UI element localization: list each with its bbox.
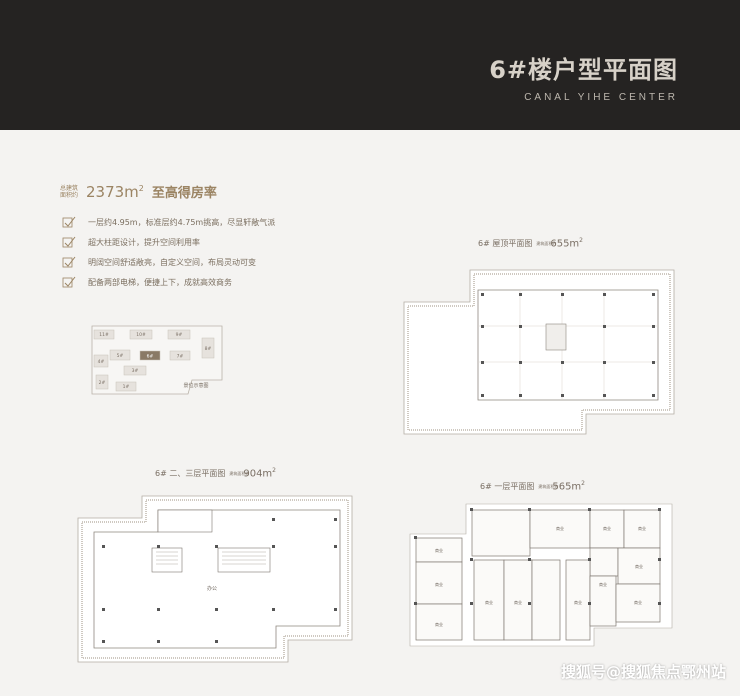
office-room-label: 办公 [207,585,217,592]
shop-label: 商业 [435,547,443,553]
feature-item: 配备两部电梯，便捷上下，成就高效商务 [62,272,275,292]
feature-text: 超大柱距设计，提升空间利用率 [88,237,200,247]
shop-label: 商业 [556,525,564,531]
shop-label: 商业 [599,581,607,587]
first-plan-label: 6# 一层平面图 建筑面积约 565m2 [480,480,585,492]
second-third-area-number: 904m [243,468,273,480]
shop-label: 商业 [485,599,493,605]
shop-label: 商业 [603,525,611,531]
second-third-area-sup: 2 [272,467,276,474]
feature-item: 超大柱距设计，提升空间利用率 [62,232,275,252]
first-plan-title: 6# 一层平面图 [480,481,535,491]
second-third-plan-title: 6# 二、三层平面图 [155,468,226,478]
feature-text: 明阔空间舒适敞亮，自定义空间，布局灵动可变 [88,257,256,267]
site-block-label: 9# [176,332,183,338]
first-area-sup: 2 [581,480,585,487]
second-third-plan-caption: 建筑面积约 [229,470,250,476]
site-block-label: 1# [123,384,130,390]
page-title: 6#楼户型平面图 [489,56,678,84]
site-block-label: 4# [98,359,105,365]
site-block-label: 11# [99,332,109,338]
check-icon [62,236,76,248]
feature-item: 明阔空间舒适敞亮，自定义空间，布局灵动可变 [62,252,275,272]
feature-item: 一层约4.95m，标准层约4.75m挑高，尽显轩敞气派 [62,212,275,232]
first-plan-caption: 建筑面积约 [538,483,559,489]
site-block-label: 8# [205,346,212,352]
shop-label: 商业 [574,599,582,605]
site-caption: 景位示意图 [183,382,208,389]
site-block-label: 3# [132,368,139,374]
shop-label: 商业 [638,525,646,531]
first-plan-drawing: 商业 商业 商业 商业 商业 商业 商业 商业 商业 商业 商业 商业 [409,503,673,647]
site-block-label: 10# [136,332,146,338]
feature-list: 一层约4.95m，标准层约4.75m挑高，尽显轩敞气派 超大柱距设计，提升空间利… [62,212,275,292]
site-block-label: 7# [177,354,184,360]
shop-label: 商业 [435,621,443,627]
area-caption: 总建筑面积约 [60,184,79,199]
first-plan-area: 565m2 [552,480,585,492]
feature-text: 一层约4.95m，标准层约4.75m挑高，尽显轩敞气派 [88,217,276,227]
check-icon [62,256,76,268]
roof-plan-label: 6# 屋顶平面图 建筑面积约 655m2 [478,237,583,249]
area-number: 2373m [86,182,139,201]
check-icon [62,216,76,228]
roof-area-number: 655m [550,238,580,250]
area-value: 2373m2 [86,183,144,201]
shop-label: 商业 [635,563,643,569]
shop-label: 商业 [435,581,443,587]
check-icon [62,276,76,288]
page-subtitle: CANAL YIHE CENTER [524,92,678,103]
second-third-plan-label: 6# 二、三层平面图 建筑面积约 904m2 [155,467,276,479]
roof-plan-caption: 建筑面积约 [536,240,557,246]
second-third-plan-area: 904m2 [243,467,276,479]
first-area-number: 565m [552,481,582,493]
site-block-label: 2# [99,380,106,386]
roof-plan-area: 655m2 [550,237,583,249]
site-plan: 11# 10# 9# 8# 6# 5# 4# 7# 3# 2# 1# 景位示意图 [88,322,228,402]
site-block-label: 5# [117,353,124,359]
site-block-label-highlight: 6# [147,354,154,360]
roof-plan-title: 6# 屋顶平面图 [478,238,533,248]
total-area: 总建筑面积约 2373m2 至高得房率 [60,182,217,202]
roof-plan-drawing [403,269,675,435]
feature-text: 配备两部电梯，便捷上下，成就高效商务 [88,277,232,287]
roof-area-sup: 2 [579,237,583,244]
area-tagline: 至高得房率 [151,186,217,201]
header-banner: 6#楼户型平面图 CANAL YIHE CENTER [0,0,740,130]
watermark-text: 搜狐号@搜狐焦点鄂州站 [560,663,726,681]
area-superscript: 2 [138,183,144,193]
shop-label: 商业 [514,599,522,605]
second-third-plan-drawing: 办公 [77,495,353,663]
shop-label: 商业 [634,599,642,605]
